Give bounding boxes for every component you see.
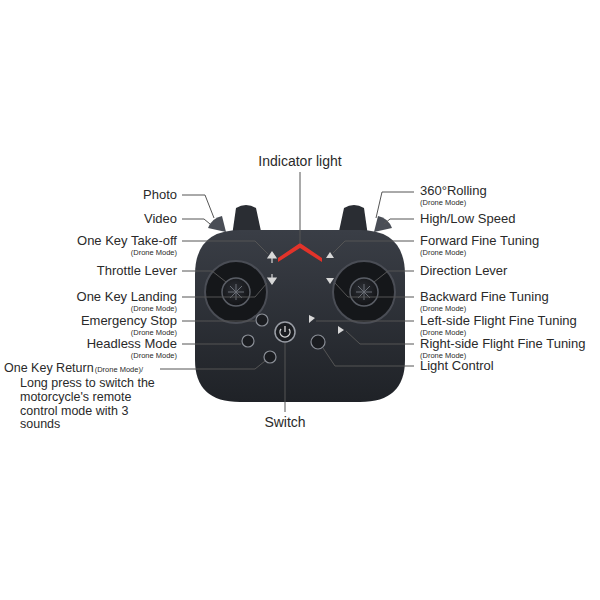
takeoff-icon	[268, 252, 276, 263]
headless-button	[242, 335, 254, 347]
leader-line	[323, 348, 414, 366]
callout-label: One Key Take-off	[77, 234, 177, 248]
leader-line	[182, 241, 268, 254]
leader-line	[346, 331, 414, 344]
callout-label: Light Control	[420, 359, 494, 373]
leader-line	[160, 361, 265, 369]
speed-rolling-button	[374, 216, 392, 232]
throttle-gimbal	[205, 261, 267, 323]
leader-line	[300, 172, 301, 244]
callout-label: Direction Lever	[420, 264, 507, 278]
callout-label: Throttle Lever	[97, 264, 177, 278]
mode-note: (Drone Mode)	[131, 249, 177, 257]
emergency-button	[256, 314, 268, 326]
direction-stick	[350, 278, 378, 306]
mode-note: (Drone Mode)/	[95, 366, 143, 374]
leader-line	[182, 344, 241, 345]
mode-note: (Drone Mode)	[131, 329, 177, 337]
mode-note: (Drone Mode)	[131, 305, 177, 313]
callout-label: High/Low Speed	[420, 212, 515, 226]
leader-line	[384, 219, 414, 224]
throttle-stick	[222, 278, 250, 306]
mode-note: (Drone Mode)	[420, 199, 466, 207]
forward-icon	[326, 252, 334, 258]
callout-label: Indicator light	[258, 154, 341, 169]
leader-line	[182, 283, 267, 297]
leader-line	[285, 343, 286, 412]
controller-body	[195, 230, 405, 402]
power-switch	[275, 322, 295, 342]
stick-grip	[228, 284, 244, 300]
mode-note: (Drone Mode)	[420, 329, 466, 337]
callout-label: One Key Return	[4, 362, 94, 376]
landing-icon	[268, 274, 276, 284]
backward-icon	[326, 278, 334, 284]
leader-line	[374, 271, 414, 282]
photo-video-button	[208, 216, 226, 232]
callout-label: 360°Rolling	[420, 184, 487, 198]
callout-label: Video	[144, 212, 177, 226]
leader-line	[335, 283, 414, 297]
callout-label: Left-side Flight Fine Tuning	[420, 314, 577, 328]
mode-note: (Drone Mode)	[420, 249, 466, 257]
callout-label: Headless Mode	[87, 337, 177, 351]
mode-note: (Drone Mode)	[131, 352, 177, 360]
light-button	[311, 335, 325, 349]
leader-line	[182, 195, 214, 218]
callout-label: Emergency Stop	[81, 314, 177, 328]
leader-line	[333, 241, 414, 253]
left-tuning-icon	[309, 315, 315, 323]
callout-label: Switch	[264, 415, 305, 430]
leader-line	[182, 321, 255, 322]
leader-line	[316, 321, 414, 322]
callout-label: Photo	[143, 188, 177, 202]
leader-line	[376, 192, 414, 218]
callout-label: One Key Landing	[77, 290, 177, 304]
power-icon	[280, 326, 290, 337]
callout-label: Long press to switch the motorcycle's re…	[20, 377, 170, 432]
leader-line	[182, 271, 226, 282]
return-button	[264, 351, 276, 363]
callout-label: Forward Fine Tuning	[420, 234, 539, 248]
direction-gimbal	[333, 261, 395, 323]
callout-label: Backward Fine Tuning	[420, 290, 549, 304]
leader-line	[182, 219, 210, 224]
indicator-light	[278, 243, 322, 262]
stick-grip	[356, 284, 372, 300]
mode-note: (Drone Mode)	[420, 305, 466, 313]
right-tuning-icon	[338, 326, 344, 334]
callout-label: Right-side Flight Fine Tuning	[420, 337, 585, 351]
